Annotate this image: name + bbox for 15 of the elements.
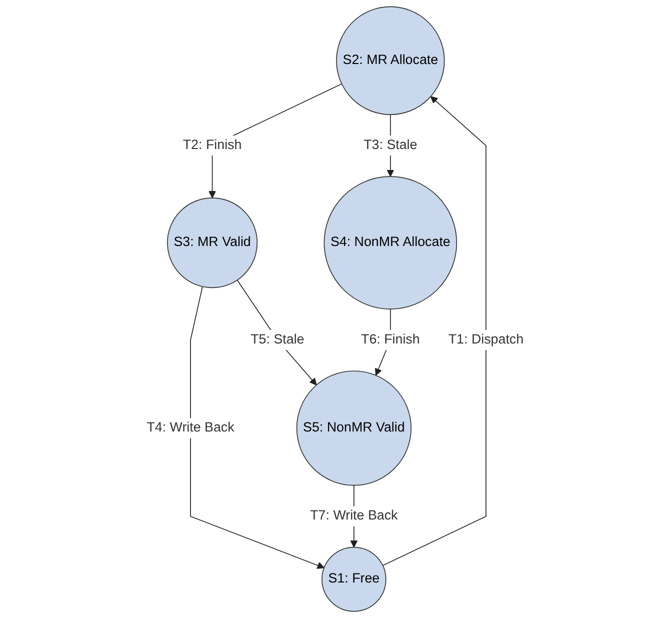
node-circle: S5: NonMR Valid bbox=[296, 370, 412, 486]
node-circle: S1: Free bbox=[322, 546, 387, 612]
edge-label: T7: Write Back bbox=[310, 508, 398, 524]
edge-label: T6: Finish bbox=[361, 332, 420, 347]
edge-label: T1: Dispatch bbox=[448, 332, 524, 347]
edge-label: T5: Stale bbox=[250, 332, 305, 347]
edge-label: T2: Finish bbox=[183, 138, 242, 152]
node-circle: S3: MR Valid bbox=[167, 198, 258, 288]
node-circle: S2: MR Allocate bbox=[336, 6, 446, 116]
node-circle: S4: NonMR Allocate bbox=[324, 176, 458, 310]
edge-label: T3: Stale bbox=[364, 138, 418, 152]
arrow bbox=[237, 280, 318, 386]
arrow bbox=[382, 96, 487, 566]
edge-label: T4: Write Back bbox=[147, 420, 235, 435]
arrow bbox=[190, 286, 325, 569]
